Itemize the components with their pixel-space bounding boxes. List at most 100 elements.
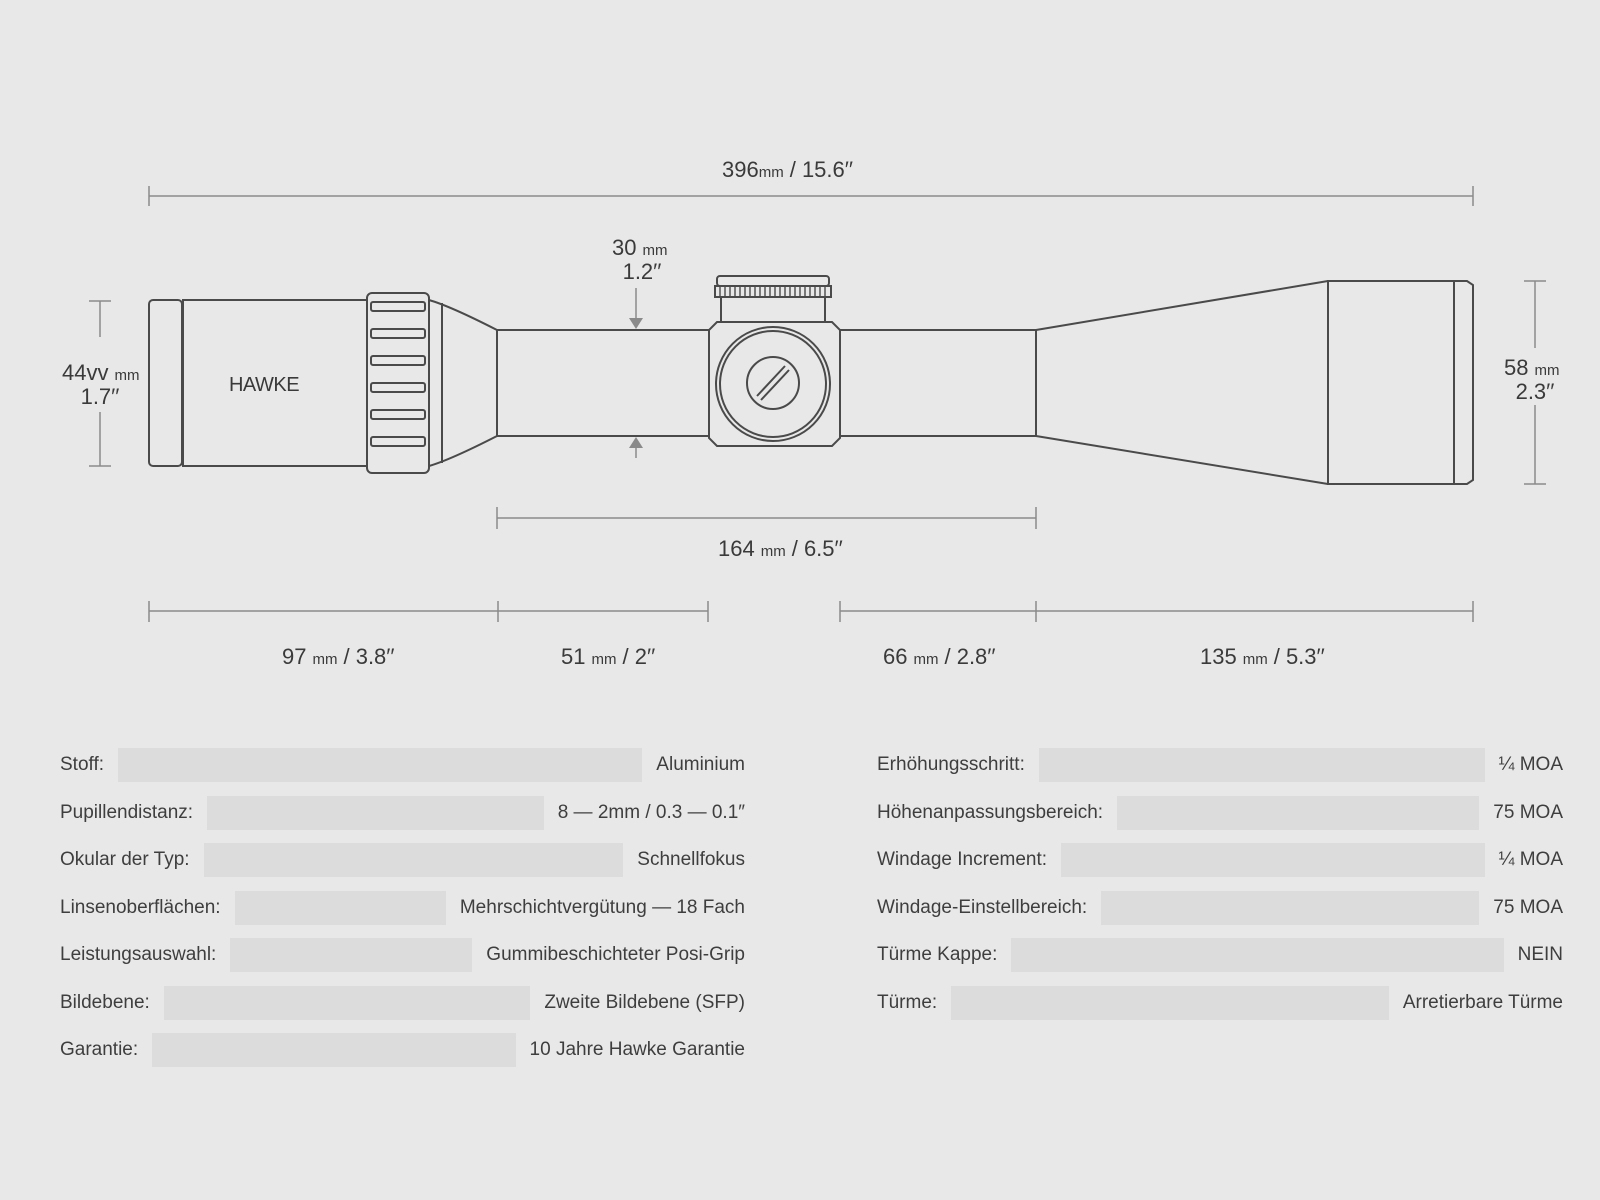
spec-row: Pupillendistanz: 8 — 2mm / 0.3 — 0.1″ (60, 795, 745, 830)
spec-row: Höhenanpassungsbereich: 75 MOA (877, 795, 1563, 830)
overall-length-value: 396 (722, 157, 759, 182)
spec-row: Windage-Einstellbereich: 75 MOA (877, 890, 1563, 925)
spec-row: Bildebene: Zweite Bildebene (SFP) (60, 985, 745, 1020)
spec-row: Linsenoberflächen: Mehrschichtvergütung … (60, 890, 745, 925)
spec-label: Windage-Einstellbereich: (877, 896, 1088, 918)
brand-logo: HAWKE (229, 374, 299, 396)
spec-row: Garantie: 10 Jahre Hawke Garantie (60, 1033, 745, 1067)
mount-space-value: 164 (718, 536, 755, 561)
tube-diameter-value: 30 (612, 235, 636, 260)
arrow-down-icon (629, 318, 643, 329)
spec-bar (1061, 843, 1485, 877)
objective-diameter-unit: mm (1534, 362, 1559, 379)
spec-row: Türme: Arretierbare Türme (877, 985, 1563, 1020)
spec-row: Leistungsauswahl: Gummibeschichteter Pos… (60, 938, 745, 972)
objective-housing (1327, 280, 1474, 485)
spec-row: Windage Increment: ¼ MOA (877, 843, 1563, 877)
spec-label: Garantie: (60, 1039, 139, 1060)
overall-length-inch: / 15.6′′ (790, 157, 853, 182)
overall-length-unit: mm (759, 164, 784, 181)
spec-value: 75 MOA (1493, 801, 1563, 823)
spec-label: Stoff: (60, 754, 105, 775)
spec-bar (230, 938, 473, 972)
tube-diameter-unit: mm (642, 242, 667, 259)
spec-label: Höhenanpassungsbereich: (877, 801, 1104, 823)
spec-label: Windage Increment: (877, 849, 1048, 870)
spec-label: Okular der Typ: (60, 849, 190, 870)
spec-label: Türme: (877, 991, 938, 1013)
spec-value: Schnellfokus (637, 849, 745, 870)
eye-cup (148, 299, 183, 467)
spec-row: Türme Kappe: NEIN (877, 938, 1563, 972)
spec-value: NEIN (1517, 944, 1563, 965)
windage-turret (715, 326, 831, 442)
spec-bar (234, 890, 446, 925)
spec-bar (951, 985, 1389, 1020)
spec-value: ¼ MOA (1498, 849, 1563, 870)
spec-label: Erhöhungsschritt: (877, 754, 1025, 775)
spec-row: Okular der Typ: Schnellfokus (60, 843, 745, 877)
elevation-turret-knurl (714, 285, 832, 298)
spec-value: 10 Jahre Hawke Garantie (529, 1039, 745, 1060)
objective-diameter-value: 58 (1504, 355, 1528, 380)
spec-bar (1117, 795, 1480, 830)
spec-label: Bildebene: (60, 991, 150, 1013)
eyepiece-diameter-dimension: 44vv mm 1.7′′ (62, 300, 139, 467)
main-tube-front (840, 329, 1036, 437)
eyepiece-diameter-unit: mm (114, 367, 139, 384)
turret-housing (708, 321, 841, 447)
spec-label: Linsenoberflächen: (60, 896, 221, 918)
spec-label: Pupillendistanz: (60, 801, 194, 823)
spec-row: Stoff: Aluminium (60, 748, 745, 782)
arrow-up-icon (629, 437, 643, 448)
svg-text:396mm/ 15.6′′: 396mm / 15.6′′ (722, 157, 853, 182)
objective-diameter-dimension: 58 mm 2.3′′ (1504, 280, 1559, 485)
spec-value: ¼ MOA (1498, 754, 1563, 775)
mount-space-dimension: 164 mm / 6.5′′ (496, 507, 1037, 561)
spec-value: 8 — 2mm / 0.3 — 0.1″ (557, 801, 745, 823)
eyepiece-bell (428, 299, 498, 467)
mount-space-inch: / 6.5′′ (792, 536, 843, 561)
eyepiece-diameter-inch: 1.7′′ (81, 384, 120, 409)
spec-bar (152, 1033, 516, 1067)
spec-bar (203, 843, 624, 877)
spec-row: Erhöhungsschritt: ¼ MOA (877, 748, 1563, 782)
tube-diameter-inch: 1.2′′ (623, 259, 662, 284)
eyepiece-diameter-value: 44vv (62, 360, 108, 385)
spec-value: Zweite Bildebene (SFP) (544, 991, 745, 1013)
magnification-ring (366, 292, 430, 474)
spec-value: Aluminium (656, 754, 745, 775)
spec-bar (163, 985, 531, 1020)
turret-cap-icon (746, 356, 800, 410)
spec-bar (207, 795, 544, 830)
overall-length-dimension: 396mm / 15.6′′ (148, 157, 1474, 206)
spec-label: Leistungsauswahl: (60, 944, 217, 965)
spec-bar (1011, 938, 1504, 972)
spec-value: Arretierbare Türme (1402, 991, 1563, 1013)
spec-value: 75 MOA (1493, 896, 1563, 918)
elevation-turret-cap (716, 275, 830, 287)
main-tube-rear (497, 329, 709, 437)
tube-diameter-dimension: 30 mm 1.2′′ (612, 235, 667, 458)
spec-bar (1038, 748, 1485, 782)
spec-label: Türme Kappe: (877, 944, 998, 965)
spec-bar (1101, 890, 1480, 925)
objective-bell (1035, 280, 1329, 485)
spec-value: Gummibeschichteter Posi-Grip (486, 944, 745, 965)
mount-space-unit: mm (761, 543, 786, 560)
spec-bar (118, 748, 643, 782)
objective-diameter-inch: 2.3′′ (1516, 379, 1555, 404)
spec-value: Mehrschichtvergütung — 18 Fach (459, 896, 745, 918)
scope-outline: HAWKE (148, 275, 1474, 485)
specs-left-column: Stoff: Aluminium Pupillendistanz: 8 — 2m… (60, 748, 745, 1081)
